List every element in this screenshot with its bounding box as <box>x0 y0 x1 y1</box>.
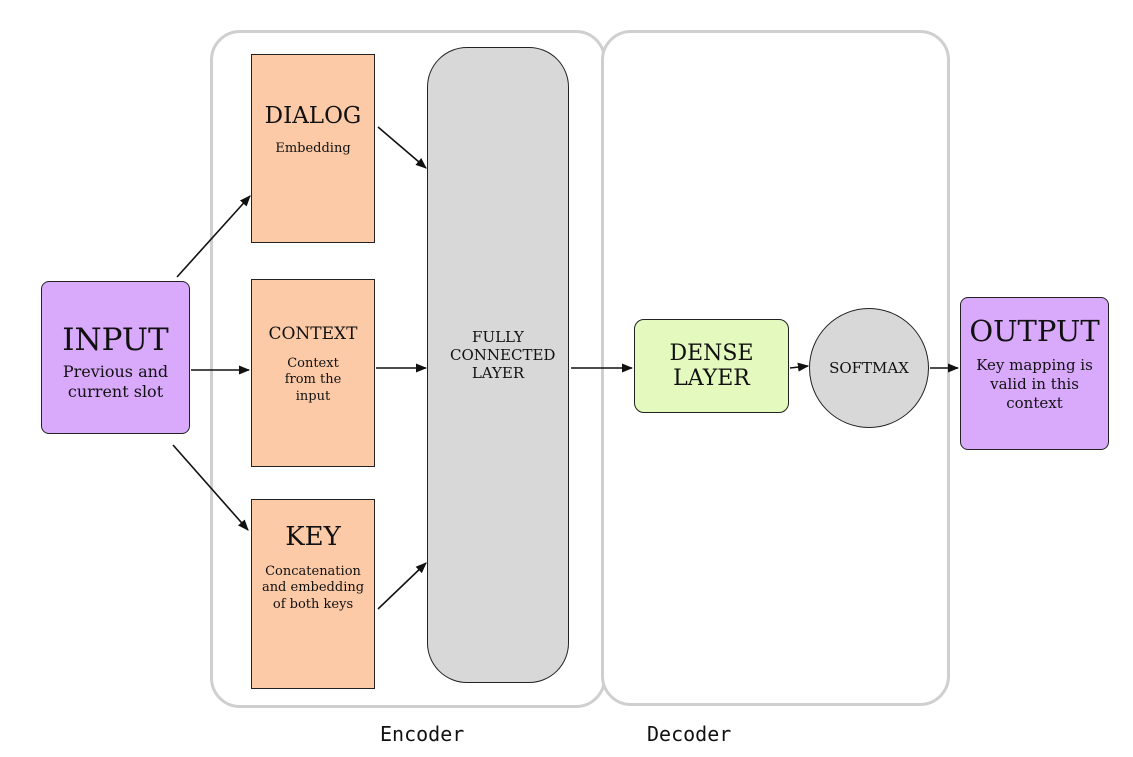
output-box: OUTPUT Key mapping is valid in this cont… <box>960 297 1109 450</box>
softmax-title: SOFTMAX <box>829 359 909 377</box>
context-title: CONTEXT <box>268 324 358 344</box>
input-box: INPUT Previous and current slot <box>41 281 190 434</box>
output-subtitle: Key mapping is valid in this context <box>976 356 1093 412</box>
softmax-node: SOFTMAX <box>809 308 929 428</box>
fully-connected-layer-title: FULLY CONNECTED LAYER <box>450 328 556 382</box>
dense-layer-title: DENSE LAYER <box>669 340 754 391</box>
fully-connected-layer-box: FULLY CONNECTED LAYER <box>427 47 569 683</box>
input-subtitle: Previous and current slot <box>62 362 169 401</box>
decoder-label: Decoder <box>647 722 732 746</box>
context-subtitle: Context from the input <box>284 356 342 404</box>
key-box: KEY Concatenation and embedding of both … <box>251 499 375 689</box>
arrow-key-to-fc <box>377 562 427 610</box>
dense-layer-box: DENSE LAYER <box>634 319 789 413</box>
encoder-label: Encoder <box>380 722 465 746</box>
key-subtitle: Concatenation and embedding of both keys <box>261 564 365 612</box>
input-title: INPUT <box>62 322 169 358</box>
arrow-dialog-to-fc <box>377 126 427 169</box>
key-title: KEY <box>285 522 341 552</box>
arrow-dense-to-softmax <box>789 362 810 372</box>
dialog-title: DIALOG <box>264 103 362 129</box>
dialog-subtitle: Embedding <box>275 141 351 156</box>
dialog-box: DIALOG Embedding <box>251 54 375 243</box>
arrow-input-to-key <box>172 444 249 531</box>
arrow-input-to-dialog <box>176 195 251 278</box>
context-box: CONTEXT Context from the input <box>251 279 375 467</box>
output-title: OUTPUT <box>969 314 1100 348</box>
